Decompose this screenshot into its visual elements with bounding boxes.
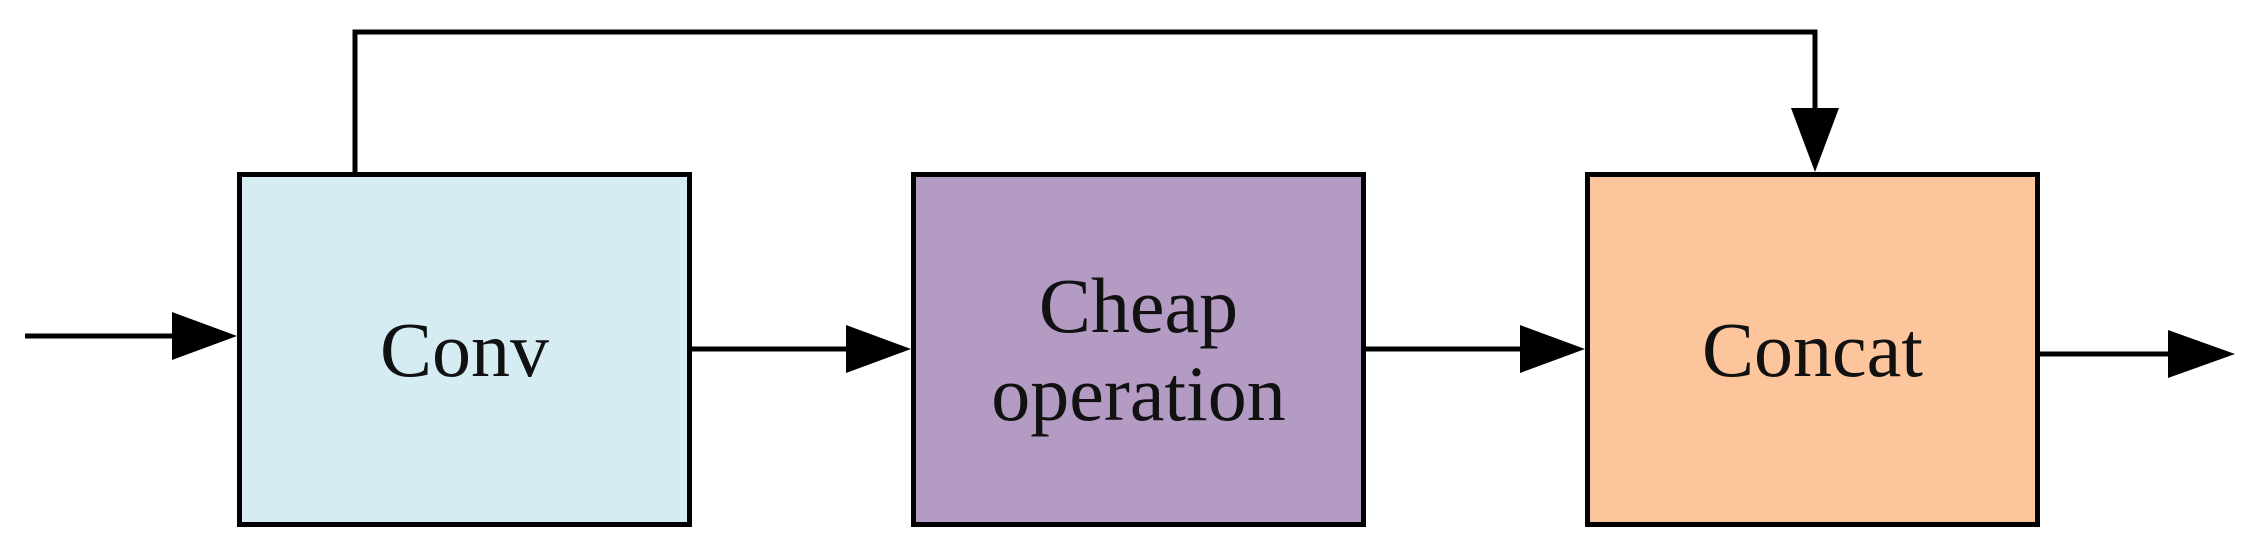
cheap-operation-label: Cheap operation	[991, 262, 1286, 437]
skip-connection-arrowhead	[1791, 108, 1839, 172]
conv-to-cheap-arrowhead	[846, 325, 911, 373]
input-arrowhead	[172, 312, 237, 360]
cheap-operation-block: Cheap operation	[911, 172, 1366, 527]
conv-label: Conv	[379, 305, 550, 393]
output-arrowhead	[2168, 330, 2235, 378]
concat-label: Concat	[1702, 305, 1923, 393]
skip-connection-line	[352, 29, 1818, 172]
conv-block: Conv	[237, 172, 692, 527]
cheap-to-concat-arrowhead	[1520, 325, 1585, 373]
concat-block: Concat	[1585, 172, 2040, 527]
